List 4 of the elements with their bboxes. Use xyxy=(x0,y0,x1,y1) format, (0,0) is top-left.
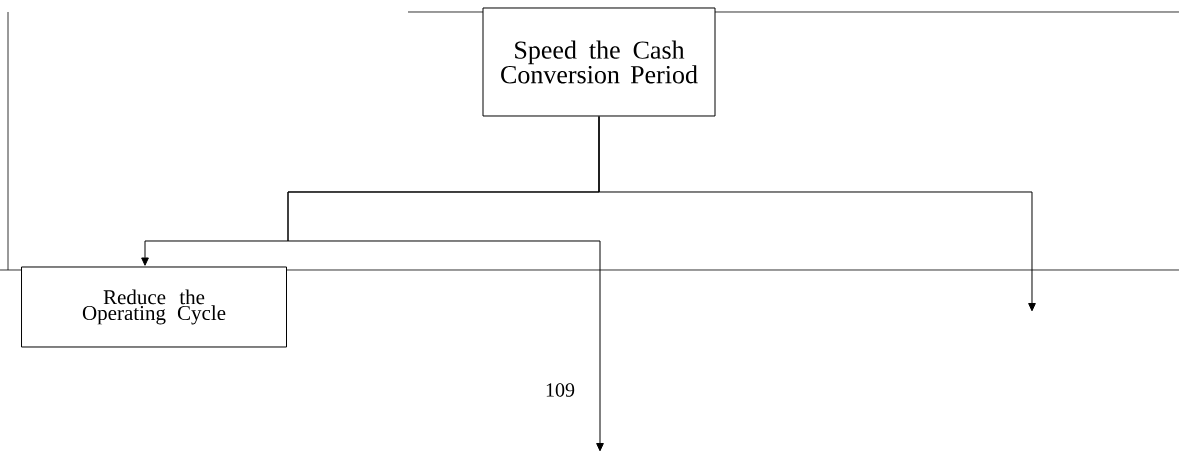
process-box: Speed the Cash Conversion Period xyxy=(482,7,716,117)
arrow xyxy=(287,116,604,452)
process-box: Reduce the Operating Cycle xyxy=(21,266,287,348)
page-number: 109 xyxy=(546,383,575,397)
